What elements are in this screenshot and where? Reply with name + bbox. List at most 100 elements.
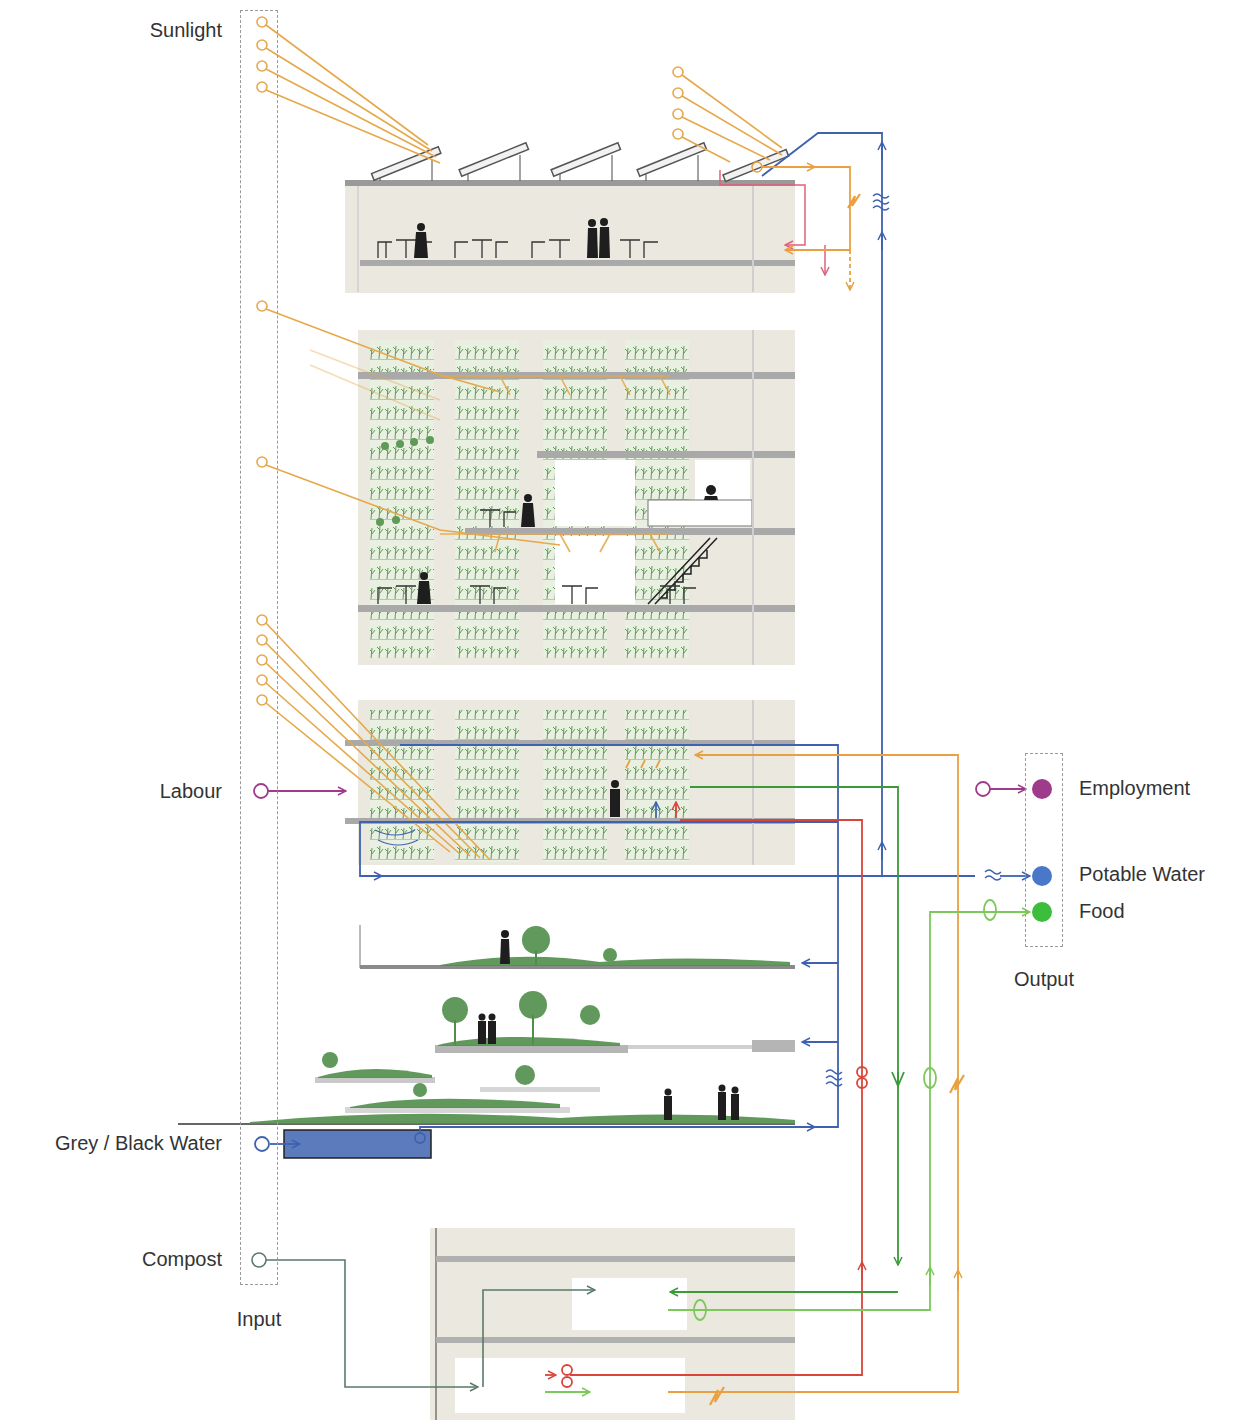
input-bracket: Input	[240, 10, 278, 1285]
flow-label: Labour	[160, 779, 222, 803]
output-dots-part	[1032, 779, 1052, 799]
terrace-gardens-part-part	[488, 1021, 496, 1044]
vertical-farm-floors	[358, 330, 795, 665]
basement-plant-part	[455, 1358, 685, 1413]
sunlight-rays-part	[266, 683, 460, 854]
roof-cafe-floor-part-part	[611, 155, 612, 181]
roof-cafe-floor-part-part	[600, 218, 608, 226]
terrace-gardens-part-part	[515, 1065, 535, 1085]
labour-flow-part	[990, 788, 1026, 790]
roof-cafe-floor-part-part	[455, 240, 508, 258]
sunlight-rays-part	[266, 465, 560, 545]
terrace-gardens-part	[250, 926, 795, 1124]
water-flow-part	[270, 1143, 300, 1145]
vertical-farm-floors-part-part	[706, 485, 716, 495]
vertical-farm-floors-part-part	[521, 503, 535, 527]
vertical-farm-floors-part-part	[396, 440, 404, 448]
vertical-farm-floors-part	[648, 500, 752, 526]
terrace-gardens-part-part	[719, 1085, 726, 1092]
terrace-gardens-part	[752, 1040, 795, 1052]
vertical-farm-floors-part-part	[376, 518, 384, 526]
heat-loop	[720, 162, 825, 275]
flow-label: Employment	[1079, 776, 1190, 800]
water-flow-part	[881, 842, 883, 860]
farm-floor-part	[543, 710, 607, 862]
sunlight-rays-part	[682, 117, 770, 160]
terrace-gardens-part-part	[718, 1092, 726, 1120]
energy-flow-part	[626, 760, 660, 768]
nutrient-flow-part	[892, 1072, 904, 1086]
bracket-label: Input	[237, 1308, 281, 1331]
vertical-farm-floors-part-part	[378, 586, 416, 604]
flow-label: Compost	[142, 1247, 222, 1271]
heat-flow-part	[545, 1374, 556, 1376]
sunlight-rays-part	[257, 82, 267, 92]
terrace-gardens-part-part	[535, 950, 537, 965]
terrace-gardens-part-part	[519, 991, 547, 1019]
energy-flow-part	[849, 250, 851, 290]
flow-label: Potable Water	[1079, 862, 1205, 886]
heat-flow-part	[562, 1365, 572, 1375]
terrace-gardens-part-part	[322, 1052, 338, 1068]
sunlight-rays-part	[310, 365, 440, 420]
sunlight-rays-part	[266, 69, 436, 157]
vertical-farm-floors-part-part	[420, 572, 428, 580]
roof-cafe-floor-part	[752, 186, 754, 292]
compost-flow-part	[483, 1290, 595, 1387]
flow-label: Grey / Black Water	[55, 1131, 222, 1155]
terrace-gardens-part-part	[603, 948, 617, 962]
water-flow-part	[400, 745, 838, 1127]
roof-cafe-floor-part-part	[467, 174, 468, 181]
food-flow-part	[929, 1267, 931, 1285]
sunlight-rays-part	[673, 88, 683, 98]
basement-plant-part	[436, 1337, 795, 1343]
sunlight-rays-part	[257, 655, 267, 665]
sunlight-rays-part	[257, 17, 267, 27]
vertical-farm-floors-part-part	[660, 586, 696, 604]
vertical-farm-floors-part-part	[562, 586, 598, 604]
water-flow-part	[802, 962, 838, 964]
energy-flow-part	[848, 194, 860, 208]
terrace-gardens-part-part	[250, 1114, 795, 1124]
terrace-gardens-part-part	[731, 1094, 739, 1120]
vertical-farm-floors-part	[537, 451, 795, 458]
flow-label: Food	[1079, 899, 1125, 923]
water-flow-part	[368, 875, 382, 877]
vertical-farm-floors-part-part	[524, 494, 532, 502]
energy-flow-part	[950, 1075, 964, 1093]
vertical-farm-floors-part	[695, 460, 750, 500]
roof-cafe-floor-part-part	[459, 143, 528, 176]
terrace-gardens-part	[284, 1130, 431, 1158]
water-flow-part	[873, 194, 889, 210]
labour-flow-part	[254, 784, 268, 798]
vertical-farm-floors-part-part	[480, 510, 516, 527]
sunlight-rays-part	[266, 90, 440, 163]
sunlight-rays-part	[440, 376, 670, 395]
terrace-gardens-part-part	[479, 1014, 486, 1021]
nutrient-flow-part	[690, 787, 898, 1265]
terrace-gardens-part-part	[318, 1069, 432, 1078]
vertical-farm-floors-part-part	[704, 496, 718, 500]
sunlight-rays-part	[266, 25, 428, 145]
terrace-gardens-part-part	[489, 1014, 496, 1021]
roof-cafe-floor-part-part	[588, 219, 596, 227]
roof-cafe-floor-part	[380, 155, 698, 181]
energy-flow-part	[668, 755, 958, 1392]
terrace-gardens-part-part	[442, 997, 468, 1023]
terrace-gardens-part-part	[413, 1083, 427, 1097]
sunlight-rays-part	[673, 129, 683, 139]
heat-flow-part	[675, 802, 677, 818]
terrace-gardens-part-part	[500, 939, 510, 964]
food-flow-part	[984, 900, 996, 920]
roof-cafe-floor-part	[360, 260, 795, 266]
farm-floor-part	[752, 700, 754, 865]
roof-cafe-floor-part-part	[645, 174, 646, 181]
energy-flow-part	[785, 167, 850, 250]
terrace-gardens-part	[360, 925, 361, 968]
output-dots	[1032, 779, 1052, 922]
output-bracket: Output	[1025, 753, 1063, 947]
terrace-gardens-part-part	[454, 1020, 456, 1045]
water-flow-part	[985, 870, 1001, 880]
terrace-gardens-part-part	[664, 1096, 672, 1120]
